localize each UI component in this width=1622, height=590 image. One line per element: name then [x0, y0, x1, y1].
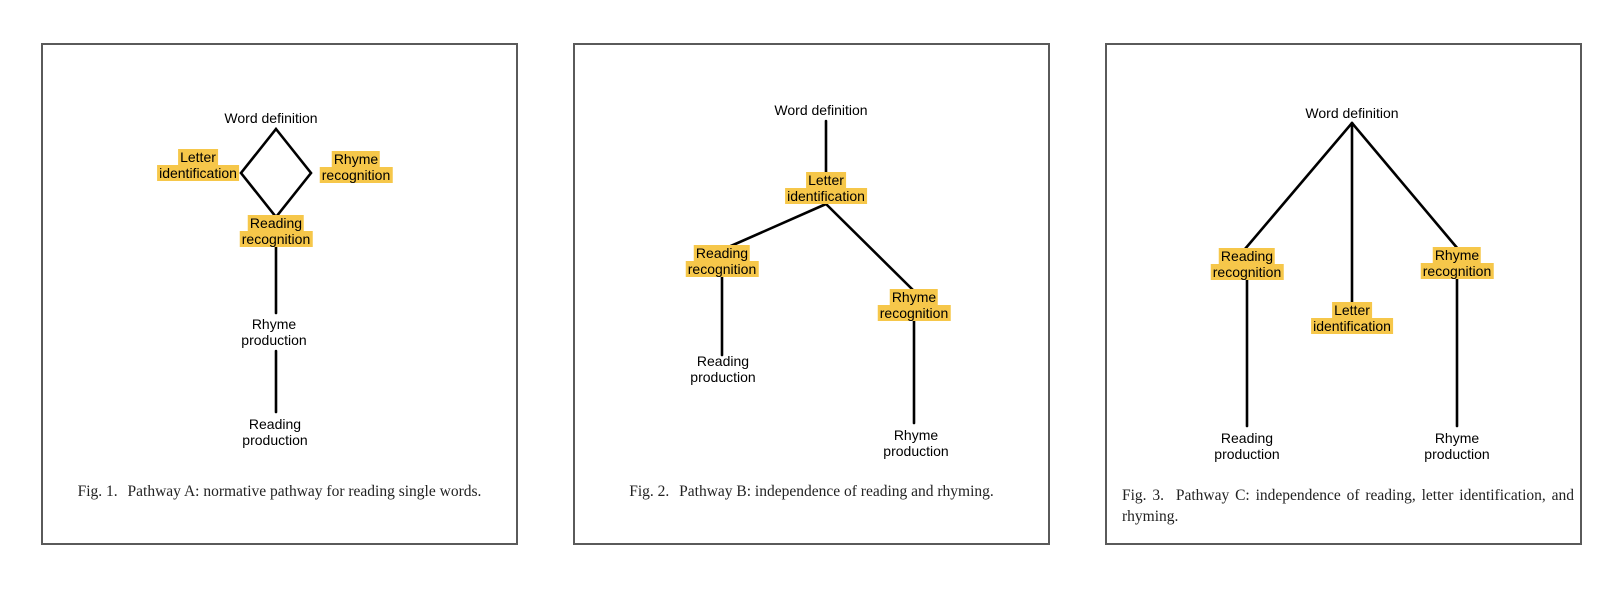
figure-2-edges: [720, 119, 916, 425]
fig2-node-rhyme-production: Rhyme production: [883, 427, 949, 459]
fig1-node-reading-recognition: Reading recognition: [239, 215, 313, 247]
figure-3-edges: [1243, 121, 1460, 428]
figure-2-caption-label: Fig. 2.: [629, 483, 670, 500]
fig2-node-letter-identification: Letter identification: [785, 172, 867, 204]
figure-3-caption-text: Pathway C: independence of reading, lett…: [1122, 487, 1574, 525]
fig1-node-rhyme-production: Rhyme production: [241, 316, 307, 348]
fig2-edge-letter-identification-reading-recognition: [722, 202, 828, 251]
figure-2-panel: Word definition Letter identification Re…: [573, 43, 1050, 545]
fig2-node-reading-production: Reading production: [690, 353, 756, 385]
figure-3-caption: Fig. 3. Pathway C: independence of readi…: [1122, 485, 1574, 527]
fig3-node-reading-recognition: Reading recognition: [1210, 248, 1284, 280]
fig1-node-reading-production: Reading production: [242, 416, 308, 448]
figure-2-caption: Fig. 2. Pathway B: independence of readi…: [575, 481, 1048, 502]
fig1-node-word-definition: Word definition: [224, 110, 318, 126]
figure-3-panel: Word definition Reading recognition Lett…: [1105, 43, 1582, 545]
fig3-edge-word-definition-reading-recognition: [1243, 121, 1354, 251]
fig1-node-rhyme-recognition: Rhyme recognition: [319, 151, 393, 183]
fig2-node-word-definition: Word definition: [774, 102, 868, 118]
fig1-node-letter-identification: Letter identification: [157, 149, 239, 181]
fig2-edge-letter-identification-rhyme-recognition: [824, 202, 916, 293]
figure-1-caption-text: Pathway A: normative pathway for reading…: [127, 483, 482, 500]
fig3-node-letter-identification: Letter identification: [1311, 302, 1393, 334]
fig3-edge-word-definition-rhyme-recognition: [1350, 121, 1460, 251]
figure-1-caption: Fig. 1. Pathway A: normative pathway for…: [43, 481, 516, 502]
fig3-node-reading-production: Reading production: [1214, 430, 1280, 462]
fig3-node-rhyme-recognition: Rhyme recognition: [1420, 247, 1494, 279]
figure-1-caption-label: Fig. 1.: [77, 483, 118, 500]
fig1-diamond-edges: [239, 126, 313, 220]
figure-3-caption-label: Fig. 3.: [1122, 487, 1165, 504]
fig3-node-rhyme-production: Rhyme production: [1424, 430, 1490, 462]
figure-2-caption-text: Pathway B: independence of reading and r…: [679, 483, 994, 500]
fig2-node-reading-recognition: Reading recognition: [685, 245, 759, 277]
figure-1-panel: Word definition Letter identification Rh…: [41, 43, 518, 545]
fig2-node-rhyme-recognition: Rhyme recognition: [877, 289, 951, 321]
fig3-node-word-definition: Word definition: [1305, 105, 1399, 121]
